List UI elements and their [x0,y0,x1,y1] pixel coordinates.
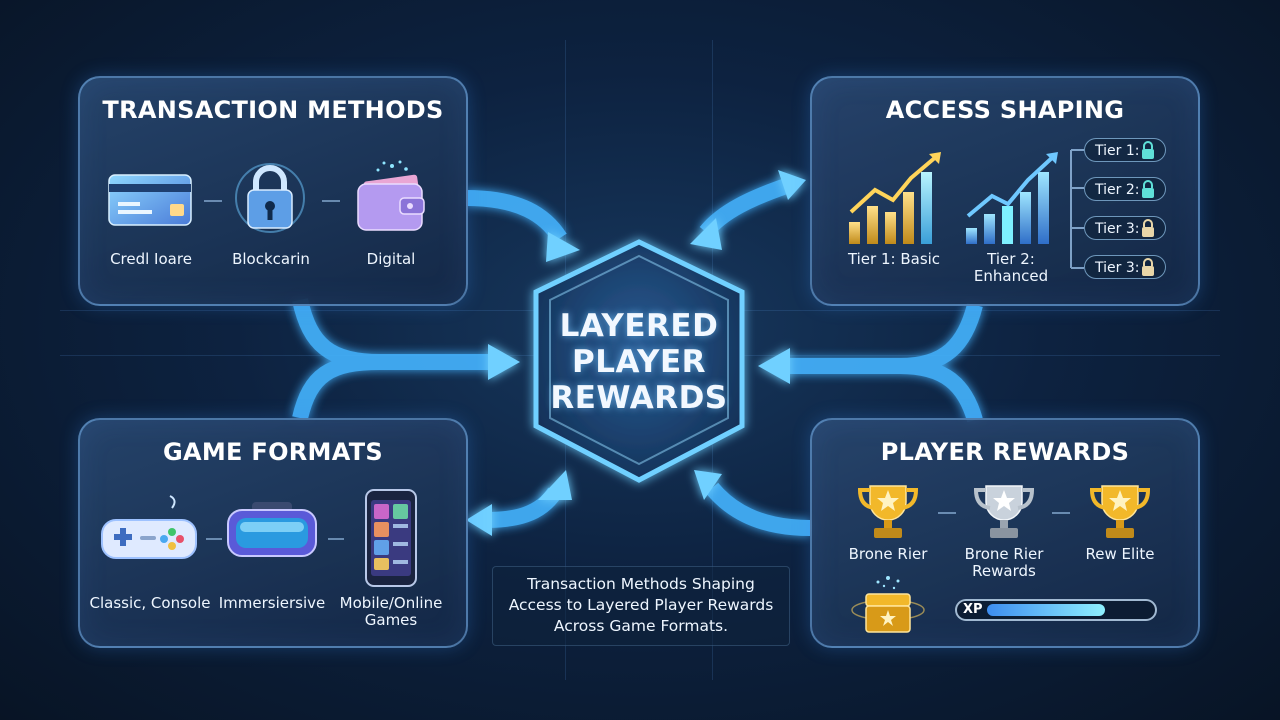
chart-label-basic: Tier 1: Basic [847,250,941,268]
connector-line [206,538,222,540]
connector-line [204,200,222,202]
treasure-chest-icon [850,572,926,640]
bar-chart-gold-icon [845,150,945,250]
tier-label: Tier 3: [1095,260,1140,276]
lock-icon [1140,179,1156,203]
panel-title: ACCESS SHAPING [885,96,1125,124]
connector-line [938,512,956,514]
lock-icon [1140,140,1156,164]
gold-trophy-icon [856,480,920,544]
trophy-label: Rew Elite [1085,545,1155,563]
arrow-left-loop-lower [292,354,381,420]
arrowhead [758,348,790,384]
classic-console-label: Classic, Console [89,594,211,612]
bar-chart-blue-icon [962,150,1062,250]
mobile-online-label: Mobile/Online Games [339,594,443,629]
vr-headset-icon [224,500,320,564]
arrow-access-to-center [699,176,795,238]
trophy-label: Brone Rier [848,545,928,563]
smartphone-icon [364,488,418,592]
arrow-rewards-to-center [705,482,811,536]
gold-trophy-icon [1088,480,1152,544]
panel-title: TRANSACTION METHODS [102,96,444,124]
xp-label: XP [963,602,983,617]
connector-line [328,538,344,540]
blockchain-label: Blockcarin [232,250,310,268]
credit-card-icon [108,174,192,230]
caption-line: Across Game Formats. [553,617,729,635]
xp-progress-bar: XP [955,599,1157,621]
xp-progress-fill [987,604,1105,616]
arrowhead [488,344,520,380]
tier-bracket [1070,148,1086,274]
silver-trophy-icon [972,480,1036,544]
arrowhead [694,470,722,500]
arrow-left-loop [292,298,492,370]
lock-icon [1140,257,1156,281]
center-line: LAYERED [559,308,719,344]
lock-icon [1140,218,1156,242]
arrowhead [466,504,492,536]
arrowhead [778,170,806,200]
center-line: REWARDS [550,380,728,416]
tier-label: Tier 3: [1095,221,1140,237]
gamepad-icon [100,494,198,564]
arrowhead [538,470,572,500]
panel-title: GAME FORMATS [162,438,384,466]
arrow-transaction-to-center [465,190,567,243]
wallet-icon [354,158,430,238]
caption-box: Transaction Methods Shaping Access to La… [492,566,790,646]
chart-label-enhanced: Tier 2: Enhanced [973,250,1049,285]
tier-label: Tier 1: [1095,143,1140,159]
lock-icon [234,158,306,238]
tier-label: Tier 2: [1095,182,1140,198]
arrowhead [546,232,580,262]
caption-line: Transaction Methods Shaping [527,575,755,593]
caption-line: Access to Layered Player Rewards [508,596,774,614]
center-title: LAYERED PLAYER REWARDS [520,308,758,416]
center-line: PLAYER [572,344,706,380]
arrow-right-loop [785,302,983,374]
digital-label: Digital [366,250,416,268]
center-hexagon [533,239,745,483]
arrowhead [690,218,722,250]
arrow-right-loop-lower [899,358,983,423]
credit-card-label: Credl Ioare [110,250,192,268]
connector-line [322,200,340,202]
immersive-label: Immersiersive [218,594,326,612]
trophy-label: Brone Rier Rewards [964,545,1044,580]
connector-line [1052,512,1070,514]
panel-title: PLAYER REWARDS [880,438,1130,466]
